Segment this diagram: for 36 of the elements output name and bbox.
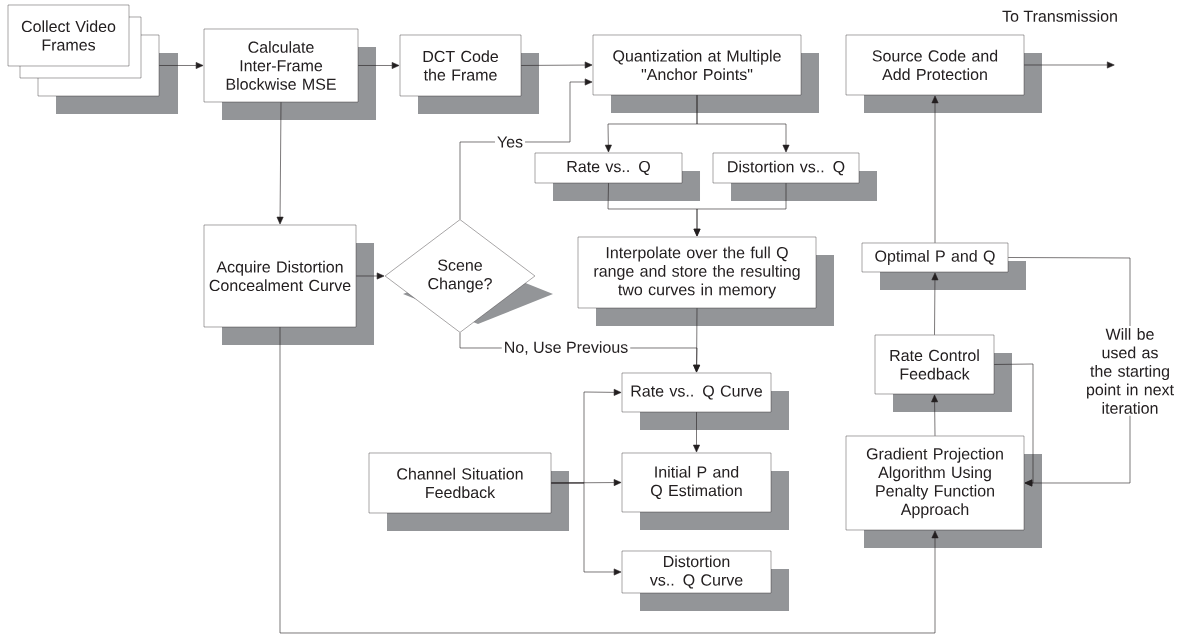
arrow xyxy=(693,411,700,453)
arrow xyxy=(158,62,204,69)
process-box: Channel Situation Feedback xyxy=(368,452,552,514)
arrow xyxy=(931,394,938,437)
arrow xyxy=(693,307,700,373)
process-box: Interpolate over the full Q range and store the resulting two curves in memory xyxy=(577,236,817,309)
edge-label: To Transmission xyxy=(1000,8,1120,24)
process-box: Calculate Inter-Frame Blockwise MSE xyxy=(203,28,359,103)
process-box: Rate vs.. Q xyxy=(534,152,683,184)
edge-label: No, Use Previous xyxy=(501,339,631,357)
arrow xyxy=(355,272,385,280)
process-box: Acquire Distortion Concealment Curve xyxy=(203,224,357,328)
arrow xyxy=(357,62,400,69)
edge-label: Yes xyxy=(494,134,526,150)
process-box: DCT Code the Frame xyxy=(399,34,522,97)
arrow xyxy=(550,482,622,576)
edge-label: Will be used as the starting point in next iteration xyxy=(1078,326,1182,416)
process-box: Quantization at Multiple "Anchor Points" xyxy=(592,34,802,96)
arrow xyxy=(696,94,790,153)
arrow xyxy=(459,78,593,220)
arrow xyxy=(276,101,284,225)
process-box: Optimal P and Q xyxy=(861,242,1009,273)
process-box: Distortion vs.. Q Curve xyxy=(621,550,772,594)
arrow xyxy=(520,61,593,69)
arrow xyxy=(279,326,939,634)
process-box: Gradient Projection Algorithm Using Penalty Function Approach xyxy=(845,435,1025,531)
arrow xyxy=(693,182,787,237)
process-box: Distortion vs.. Q xyxy=(712,152,860,184)
process-box: Source Code and Add Protection xyxy=(845,34,1025,96)
process-box: Collect Video Frames xyxy=(7,4,130,67)
process-box: Rate Control Feedback xyxy=(874,334,995,395)
arrow xyxy=(931,272,939,336)
arrow xyxy=(931,95,939,244)
arrow xyxy=(1023,61,1115,69)
process-box: Initial P and Q Estimation xyxy=(621,452,772,513)
process-box: Rate vs.. Q Curve xyxy=(621,372,772,413)
